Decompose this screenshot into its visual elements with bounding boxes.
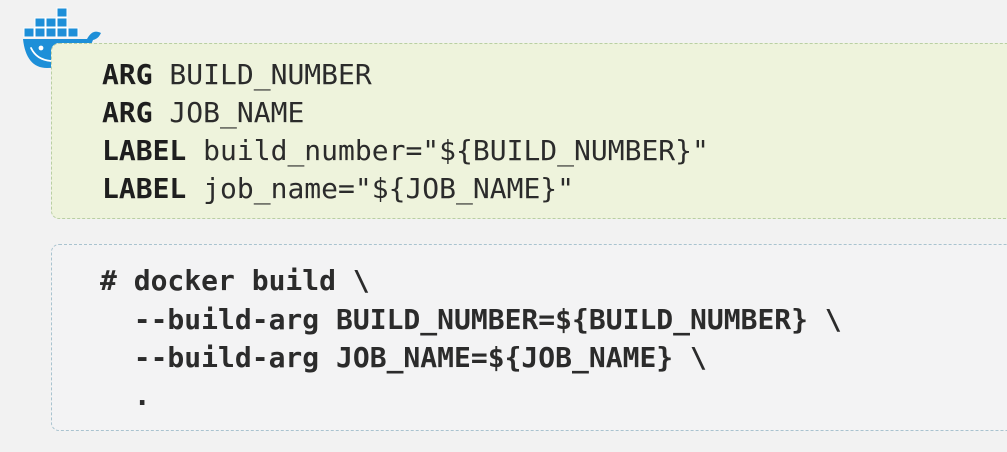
shell-line-context: . (100, 379, 151, 412)
shell-line-docker-build: # docker build \ (100, 264, 370, 297)
code-line-label-job-name: LABEL job_name="${JOB_NAME}" (102, 170, 574, 208)
shell-line-build-arg-build-number: --build-arg BUILD_NUMBER=${BUILD_NUMBER}… (100, 303, 842, 336)
code-text: BUILD_NUMBER (152, 58, 372, 91)
keyword: ARG (102, 96, 153, 129)
shell-code-block: # docker build \ --build-arg BUILD_NUMBE… (51, 244, 1007, 431)
code-line-label-build-number: LABEL build_number="${BUILD_NUMBER}" (102, 132, 709, 170)
code-text: JOB_NAME (152, 96, 305, 129)
code-line-arg-job-name: ARG JOB_NAME (102, 94, 304, 132)
shell-line-build-arg-job-name: --build-arg JOB_NAME=${JOB_NAME} \ (100, 341, 707, 374)
code-text: job_name="${JOB_NAME}" (186, 172, 575, 205)
code-text: build_number="${BUILD_NUMBER}" (186, 134, 709, 167)
code-line-arg-build-number: ARG BUILD_NUMBER (102, 56, 372, 94)
keyword: LABEL (102, 172, 187, 205)
dockerfile-code-block: ARG BUILD_NUMBER ARG JOB_NAME LABEL buil… (51, 43, 1007, 219)
keyword: LABEL (102, 134, 187, 167)
keyword: ARG (102, 58, 153, 91)
